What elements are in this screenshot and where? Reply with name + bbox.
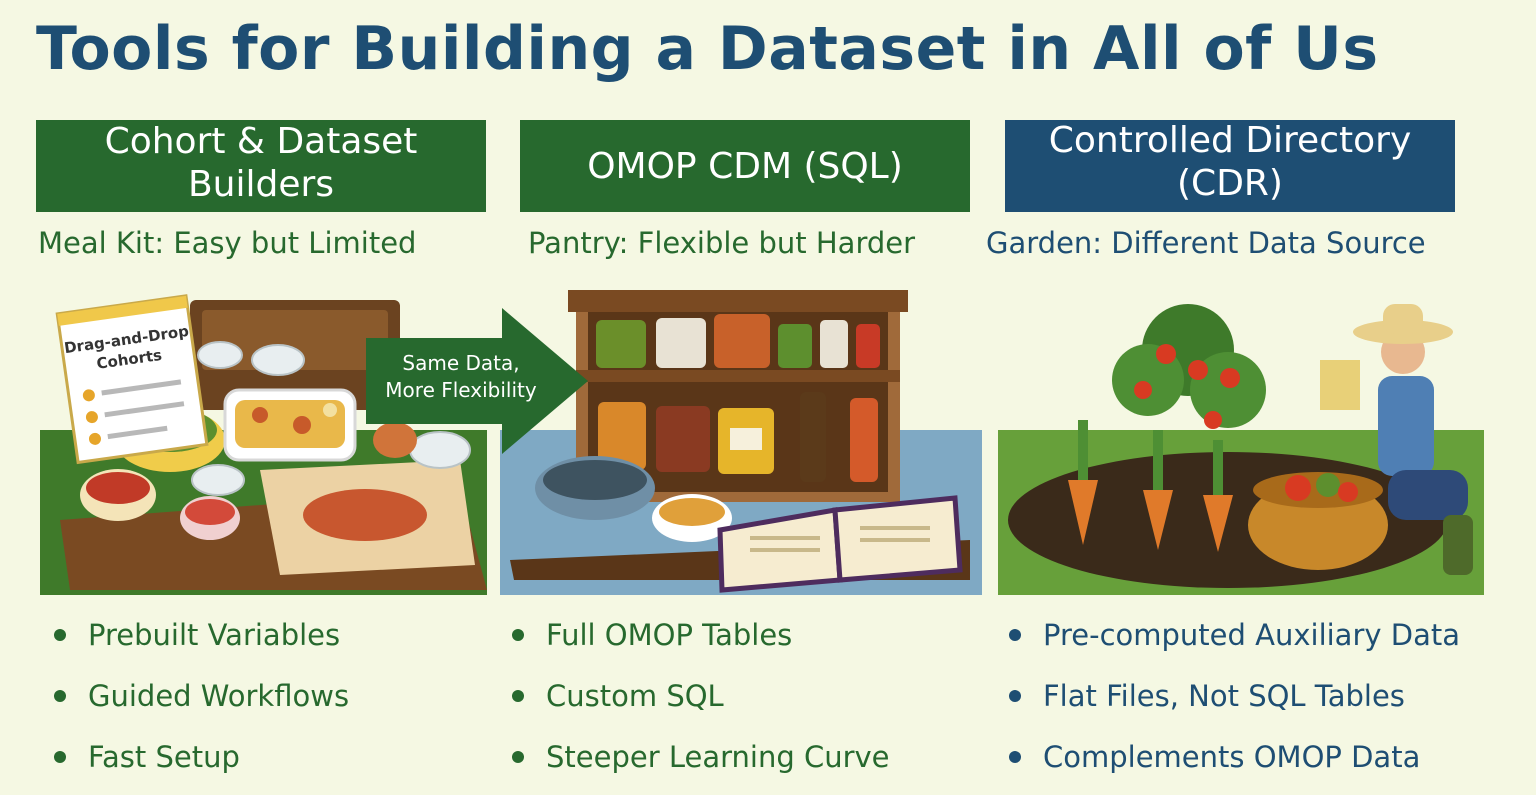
- bullets-controlled-directory: Pre-computed Auxiliary Data Flat Files, …: [995, 612, 1460, 795]
- list-item-label: Custom SQL: [546, 679, 724, 713]
- list-item-label: Flat Files, Not SQL Tables: [1043, 679, 1405, 713]
- list-item: Steeper Learning Curve: [498, 734, 890, 795]
- list-item: Full OMOP Tables: [498, 612, 890, 673]
- list-item: Flat Files, Not SQL Tables: [995, 673, 1460, 734]
- subtitle-pantry: Pantry: Flexible but Harder: [528, 226, 916, 260]
- list-item-label: Fast Setup: [88, 740, 240, 774]
- bullet-dot: [54, 690, 66, 702]
- bullet-dot: [1009, 751, 1021, 763]
- bullet-dot: [1009, 690, 1021, 702]
- bullet-dot: [1009, 629, 1021, 641]
- list-item-label: Guided Workflows: [88, 679, 350, 713]
- bullets-cohort-dataset-builders: Prebuilt Variables Guided Workflows Fast…: [40, 612, 349, 795]
- list-item: Pre-computed Auxiliary Data: [995, 612, 1460, 673]
- list-item-label: Full OMOP Tables: [546, 618, 793, 652]
- list-item-label: Complements OMOP Data: [1043, 740, 1421, 774]
- bullet-dot: [54, 751, 66, 763]
- bullet-dot: [512, 629, 524, 641]
- arrow-label-line1: Same Data,: [402, 351, 520, 375]
- header-label: Cohort & Dataset Builders: [104, 121, 418, 205]
- header-cohort-dataset-builders: Cohort & Dataset Builders: [36, 120, 486, 212]
- list-item: Guided Workflows: [40, 673, 349, 734]
- list-item: Fast Setup: [40, 734, 349, 795]
- header-controlled-directory: Controlled Directory (CDR): [1005, 120, 1455, 212]
- subtitle-meal-kit: Meal Kit: Easy but Limited: [38, 226, 417, 260]
- bullet-dot: [512, 751, 524, 763]
- arrow-label-line2: More Flexibility: [385, 378, 537, 402]
- page-title: Tools for Building a Dataset in All of U…: [36, 14, 1379, 84]
- header-label: OMOP CDM (SQL): [587, 145, 903, 187]
- garden-illustration: [998, 290, 1484, 595]
- header-label: Controlled Directory (CDR): [1048, 120, 1412, 204]
- list-item: Prebuilt Variables: [40, 612, 349, 673]
- bullets-omop-cdm: Full OMOP Tables Custom SQL Steeper Lear…: [498, 612, 890, 795]
- flexibility-arrow: Same Data, More Flexibility: [366, 308, 590, 454]
- bullet-dot: [512, 690, 524, 702]
- pantry-illustration: [500, 290, 982, 595]
- header-omop-cdm: OMOP CDM (SQL): [520, 120, 970, 212]
- list-item-label: Pre-computed Auxiliary Data: [1043, 618, 1461, 652]
- meal-kit-illustration: Drag-and-Drop Cohorts: [40, 290, 487, 595]
- subtitle-garden: Garden: Different Data Source: [986, 226, 1426, 260]
- list-item: Complements OMOP Data: [995, 734, 1460, 795]
- list-item: Custom SQL: [498, 673, 890, 734]
- list-item-label: Steeper Learning Curve: [546, 740, 890, 774]
- list-item-label: Prebuilt Variables: [88, 618, 341, 652]
- bullet-dot: [54, 629, 66, 641]
